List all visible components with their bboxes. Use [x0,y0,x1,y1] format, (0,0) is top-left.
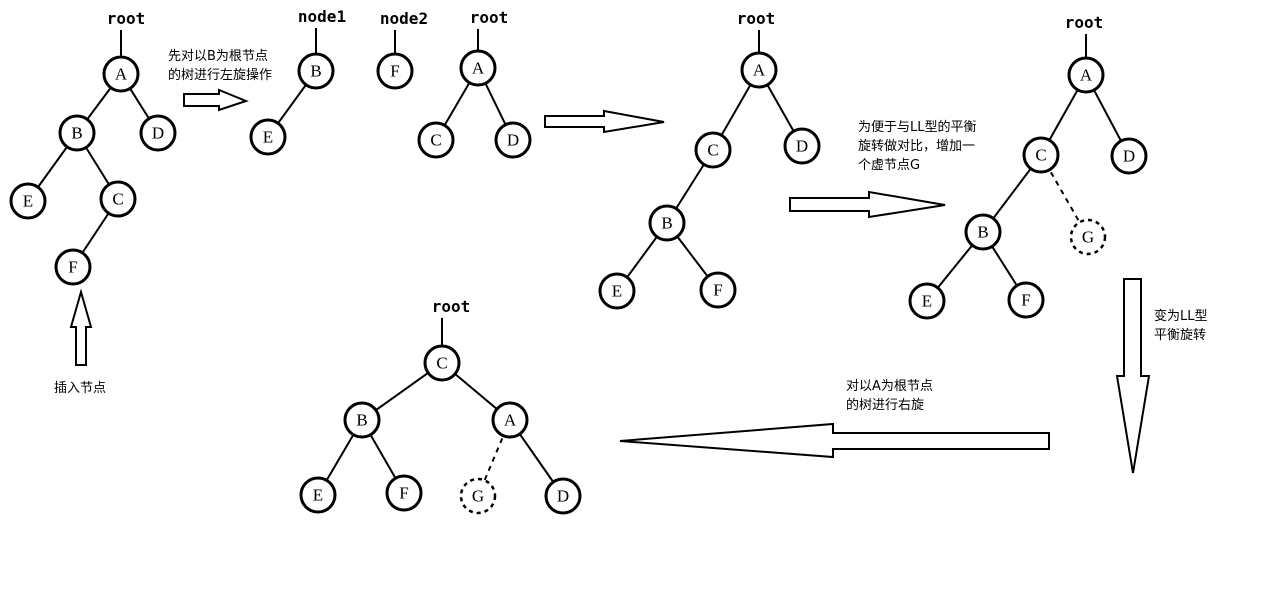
node-c-5-label: C [436,354,447,373]
node-a-3-label: A [753,61,766,80]
tree-final: root C B A E F G D [299,297,582,515]
node-g-4 [1069,218,1107,256]
right-note-line1: 对以A为根节点 [846,379,933,394]
node-e-5 [299,476,337,514]
node-b-5-label: B [356,411,367,430]
node-a-5 [491,401,529,439]
ll-note-line2: 平衡旋转 [1154,328,1206,343]
node-g-5-label: G [472,487,484,506]
tree-split: node1 B E node2 F root A C D [249,7,532,159]
node-f-5 [385,474,423,512]
root-label-2: root [470,8,509,27]
node-f-4-label: F [1021,291,1030,310]
node-f-label: F [68,258,77,277]
node-a-3 [740,51,778,89]
node-c-5 [423,344,461,382]
node-f-5-label: F [399,484,408,503]
node-d-3-label: D [796,137,808,156]
node-d-4-label: D [1123,147,1135,166]
node-e-5-label: E [313,486,323,505]
node-g-5 [459,477,497,515]
node-c-3-label: C [707,141,718,160]
node2-label: node2 [380,9,428,28]
node-c-label: C [112,190,123,209]
virtual-note-line3: 个虚节点G [858,158,920,173]
node-e [9,182,47,220]
tree-with-virtual-node: root A C D B G E F [908,13,1148,320]
node-c-2-label: C [430,131,441,150]
node-f-4 [1007,281,1045,319]
node-g-4-label: G [1082,228,1094,247]
add-virtual-arrow [789,190,946,219]
node-b-5 [343,401,381,439]
merge-arrow [544,109,665,134]
node-d-label: D [152,124,164,143]
node-f-2-label: F [390,62,399,81]
node-b-3 [648,204,686,242]
node-c-4 [1022,136,1060,174]
root-label: root [107,9,146,28]
root-label-3: root [737,9,776,28]
node-d-5-label: D [557,487,569,506]
node1-label: node1 [298,7,346,26]
node-f [54,248,92,286]
node-b-2-label: B [310,62,321,81]
tree-after-left-rotation: root A C D B E F [598,9,821,310]
node-c [99,180,137,218]
to-ll-arrow [1115,278,1151,474]
node-a-2 [459,49,497,87]
insert-arrow [69,288,93,366]
insert-note: 插入节点 [54,381,106,396]
node-e-4-label: E [922,292,932,311]
node-d [139,114,177,152]
step1-note-line2: 的树进行左旋操作 [168,67,272,83]
node-a-4 [1067,56,1105,94]
node-b [58,114,96,152]
left-rotate-arrow [183,88,249,112]
node-c-4-label: C [1035,146,1046,165]
node-b-4-label: B [977,223,988,242]
node-e-label: E [23,192,33,211]
node-a-2-label: A [472,59,485,78]
step1-note-line1: 先对以B为根节点 [168,49,268,64]
node-f-2 [376,52,414,90]
right-note-line2: 的树进行右旋 [846,397,924,413]
node-f-3 [699,271,737,309]
node-c-2 [417,121,455,159]
node-d-2 [494,121,532,159]
node-e-3 [598,272,636,310]
node-d-4 [1110,137,1148,175]
node-e-2-label: E [263,128,273,147]
node-a [102,55,140,93]
node-d-2-label: D [507,131,519,150]
node-a-5-label: A [504,411,517,430]
right-rotate-arrow [619,422,1050,459]
root-label-5: root [432,297,471,316]
node-a-4-label: A [1080,66,1093,85]
node-b-2 [297,52,335,90]
node-e-4 [908,282,946,320]
virtual-note-line2: 旋转做对比，增加一 [858,139,975,154]
ll-note-line1: 变为LL型 [1154,308,1208,324]
node-e-3-label: E [612,282,622,301]
node-d-3 [783,127,821,165]
node-c-3 [694,131,732,169]
node-b-4 [964,213,1002,251]
node-b-3-label: B [661,214,672,233]
node-f-3-label: F [713,281,722,300]
root-label-4: root [1065,13,1104,32]
node-e-2 [249,118,287,156]
tree-original: root A B D E C F [9,9,177,286]
node-b-label: B [71,124,82,143]
node-a-label: A [115,65,128,84]
node-d-5 [544,477,582,515]
virtual-note-line1: 为便于与LL型的平衡 [858,119,977,135]
